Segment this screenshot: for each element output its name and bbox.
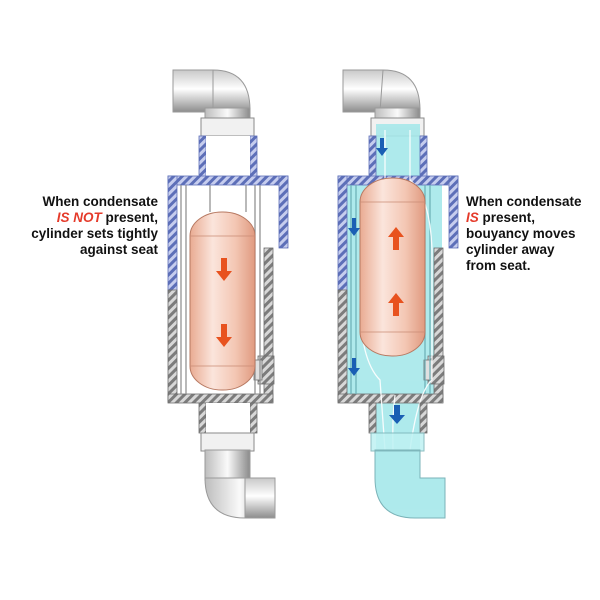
left-caption-line4: against seat xyxy=(79,242,158,257)
arrow-up-icon xyxy=(388,227,404,316)
left-caption-line2: IS NOT present, xyxy=(20,210,158,226)
right-caption-emphasis: IS xyxy=(466,210,479,225)
left-caption-emphasis: IS NOT xyxy=(56,210,102,225)
right-caption-line3: bouyancy moves xyxy=(466,226,576,241)
left-caption-line3: cylinder sets tightly xyxy=(31,226,158,241)
outlet-elbow-pipe xyxy=(370,432,446,519)
inlet-elbow-pipe xyxy=(172,69,255,137)
right-caption-line4: cylinder away xyxy=(466,242,555,257)
float-cylinder xyxy=(359,177,426,357)
right-caption-line5: from seat. xyxy=(466,258,531,273)
right-caption-line1: When condensate xyxy=(466,194,582,209)
outlet-neck xyxy=(198,402,258,434)
outlet-elbow-pipe xyxy=(200,432,276,519)
left-caption: When condensate IS NOT present, cylinder… xyxy=(20,194,158,258)
right-caption: When condensate IS present, bouyancy mov… xyxy=(466,194,596,274)
flow-arrow-down-icon xyxy=(348,138,405,424)
left-caption-line1: When condensate xyxy=(42,194,158,209)
upper-housing xyxy=(167,175,289,297)
right-caption-line2-rest: present, xyxy=(478,210,536,225)
lower-housing xyxy=(167,247,275,404)
right-caption-line2: IS present, xyxy=(466,210,596,226)
left-caption-line2-rest: present, xyxy=(101,210,158,225)
arrow-down-icon xyxy=(216,258,232,347)
trap-no-condensate xyxy=(167,69,289,519)
trap-condensate xyxy=(337,69,459,519)
float-cylinder xyxy=(189,211,256,391)
inlet-neck xyxy=(198,135,258,182)
